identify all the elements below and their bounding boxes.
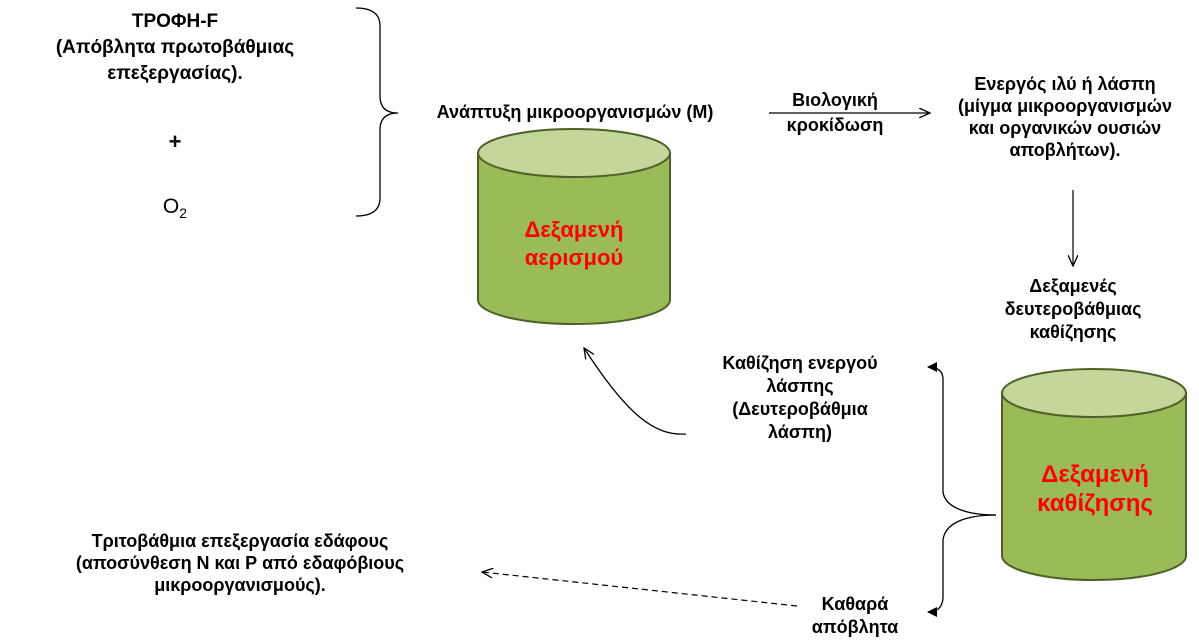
settling-tank-cylinder bbox=[1001, 368, 1187, 581]
secondary-tanks-label: Δεξαμενές δευτεροβάθμιας καθίζησης bbox=[1004, 276, 1142, 342]
tertiary-treatment-label: Τριτοβάθμια επεξεργασία εδάφους (αποσύνθ… bbox=[75, 531, 405, 595]
flocculation-label: Βιολογική κροκίδωση bbox=[786, 90, 884, 135]
settling-tank-line-2: καθίζησης bbox=[1037, 490, 1153, 517]
feed-block: ΤΡΟΦΗ-F (Απόβλητα πρωτοβάθμιας επεξεργασ… bbox=[20, 9, 330, 87]
feed-line-2: επεξεργασίας). bbox=[107, 63, 243, 84]
feed-line-1: (Απόβλητα πρωτοβάθμιας bbox=[55, 37, 295, 58]
aeration-tank-cylinder bbox=[477, 128, 671, 325]
oxygen-subscript: 2 bbox=[179, 205, 188, 222]
oxygen-symbol: O bbox=[162, 195, 180, 218]
activated-sludge-label: Ενεργός ιλύ ή λάσπη (μίγμα μικροοργανισμ… bbox=[957, 74, 1173, 160]
oxygen-formula: O2 bbox=[150, 195, 200, 225]
plus-sign: + bbox=[168, 129, 182, 154]
settling-tank-label: Δεξαμενή καθίζησης bbox=[1005, 460, 1185, 518]
aeration-tank-label: Δεξαμενή αερισμού bbox=[494, 216, 654, 272]
tertiary-dashed-arrow bbox=[482, 572, 798, 607]
feed-brace bbox=[355, 7, 399, 217]
growth-label: Ανάπτυξη μικροοργανισμών (Μ) bbox=[436, 102, 714, 122]
aeration-tank-line-1: Δεξαμενή bbox=[524, 217, 624, 242]
aeration-tank-line-2: αερισμού bbox=[524, 245, 624, 270]
settling-split-bracket bbox=[927, 362, 997, 516]
settling-tank-line-1: Δεξαμενή bbox=[1041, 461, 1149, 488]
sludge-settling-label: Καθίζηση ενεργού λάσπης (Δευτεροβάθμια λ… bbox=[722, 353, 878, 442]
clean-effluent-label: Καθαρά απόβλητα bbox=[811, 594, 899, 637]
recycle-arrow bbox=[584, 348, 687, 435]
feed-title: ΤΡΟΦΗ-F bbox=[131, 11, 219, 32]
